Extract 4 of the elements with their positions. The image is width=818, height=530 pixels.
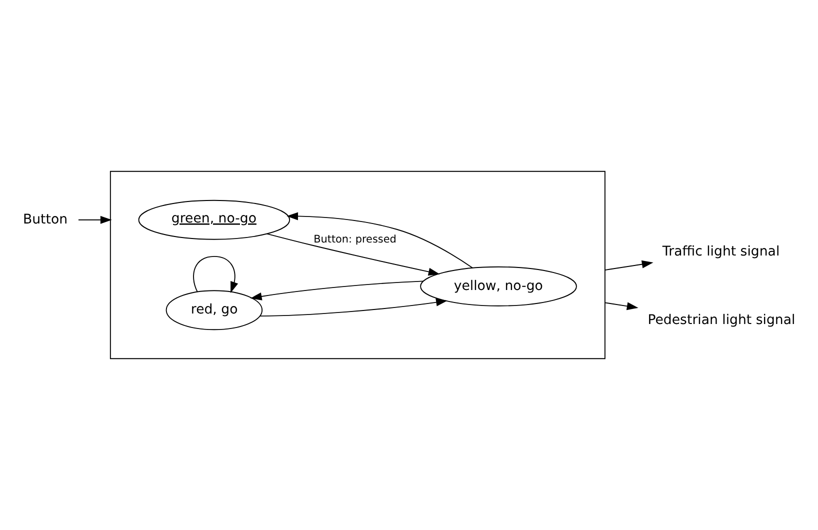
- node-text: Pedestrian light signal: [648, 313, 796, 328]
- node-text: Button: [23, 212, 68, 228]
- edge-label: Button: pressed: [314, 233, 396, 246]
- node-text: Traffic light signal: [662, 244, 780, 260]
